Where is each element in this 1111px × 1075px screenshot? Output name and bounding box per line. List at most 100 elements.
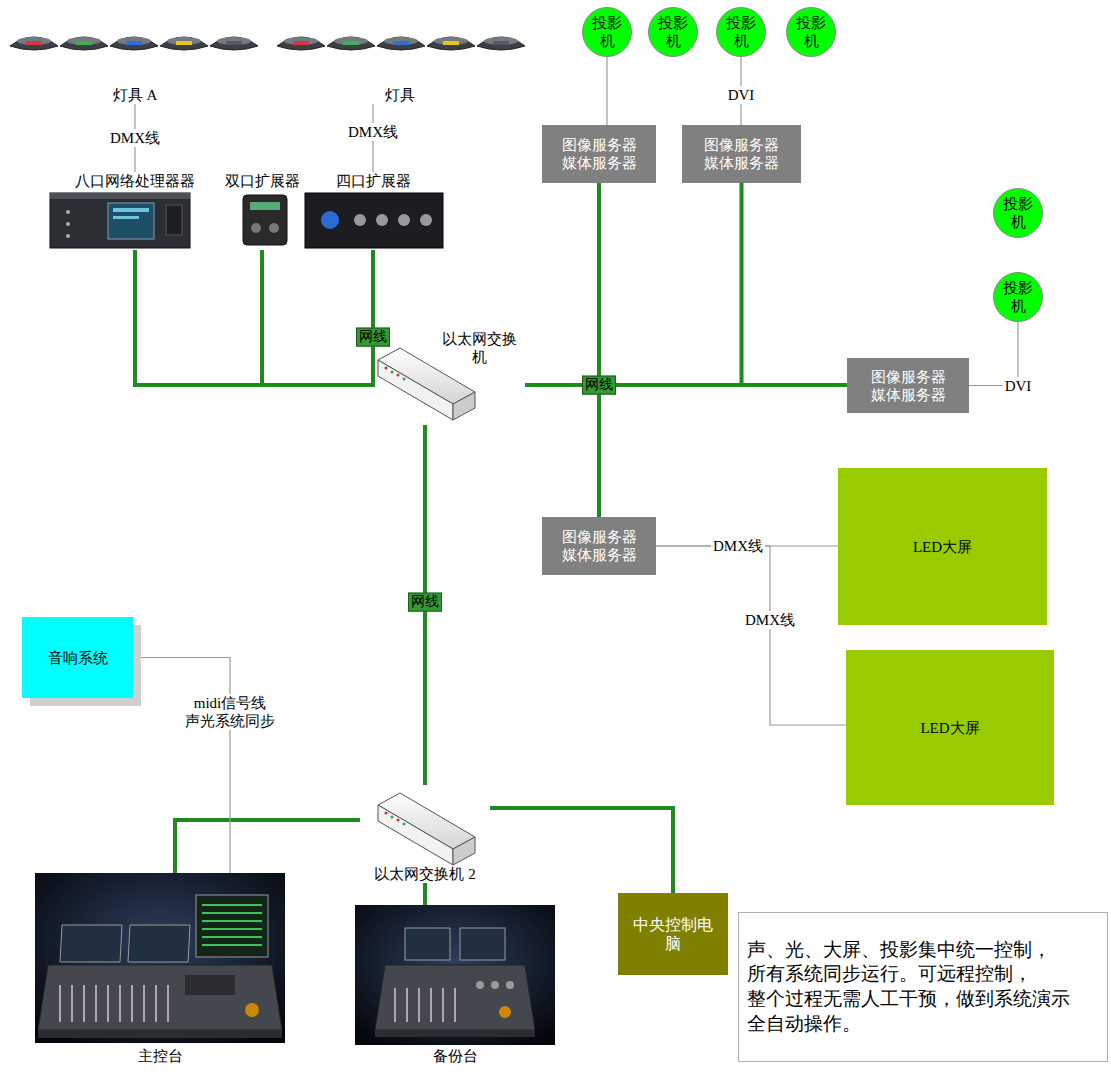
light-fixtures xyxy=(10,37,258,50)
node-label: 中央控制电 脑 xyxy=(631,915,716,953)
device-picture: 四口扩展器 xyxy=(303,172,443,250)
network-cable xyxy=(490,808,673,893)
edge-label: DVI xyxy=(1003,377,1034,395)
light-fixtures xyxy=(60,37,108,50)
light-fixtures xyxy=(393,41,409,45)
switch-device xyxy=(378,793,475,865)
switch-device xyxy=(378,348,475,420)
node-label: 音响系统 xyxy=(48,649,108,667)
server-box: 图像服务器 媒体服务器 xyxy=(542,125,656,183)
node-label: 投影 机 xyxy=(1000,195,1036,231)
expander-device xyxy=(305,193,443,248)
switch-device xyxy=(378,805,453,865)
node-label: 投影 机 xyxy=(723,14,759,50)
light-fixtures xyxy=(76,41,92,45)
expander-device xyxy=(243,195,287,245)
console-picture xyxy=(355,905,555,1045)
console-picture xyxy=(60,985,168,1022)
switch-device xyxy=(397,374,400,377)
node-label: 灯具 A xyxy=(113,86,158,104)
projector-circle: 投影 机 xyxy=(993,272,1043,322)
switch-device: 以太网交换 机 xyxy=(375,328,525,425)
node-label: 双口扩展器 xyxy=(225,172,300,190)
network-cable xyxy=(525,183,599,385)
node-label: 八口网络处理器器 xyxy=(75,172,195,190)
edge-label: midi信号线 声光系统同步 xyxy=(178,694,282,730)
node-label: 以太网交换 机 xyxy=(439,330,519,366)
node-label: 图像服务器 媒体服务器 xyxy=(682,136,801,172)
console-picture xyxy=(35,873,285,1043)
light-fixtures xyxy=(10,37,58,50)
light-fixtures xyxy=(160,37,208,50)
node-label: 投影 机 xyxy=(655,14,691,50)
console-picture xyxy=(202,905,262,945)
node-label: LED大屏 xyxy=(913,538,972,556)
signal-cable xyxy=(606,57,607,125)
processor-device xyxy=(50,193,190,199)
node-label: 图像服务器 媒体服务器 xyxy=(542,528,656,564)
edge-label: DVI xyxy=(726,86,757,104)
switch-device xyxy=(403,378,406,381)
processor-device xyxy=(66,210,70,214)
processor-device xyxy=(113,216,139,219)
console-picture xyxy=(128,925,190,962)
signal-cable xyxy=(133,658,230,874)
network-cable xyxy=(525,385,599,517)
expander-device xyxy=(269,223,279,233)
server-box: 图像服务器 媒体服务器 xyxy=(542,517,656,575)
expander-device xyxy=(354,214,366,226)
light-fixtures xyxy=(210,37,258,50)
node-label: 灯具 xyxy=(385,86,415,104)
audio-box: 音响系统 xyxy=(22,617,133,698)
node-label: 投影 机 xyxy=(793,14,829,50)
network-cable xyxy=(525,183,742,385)
processor-device xyxy=(66,234,70,238)
network-cable xyxy=(262,250,375,385)
edge-label: DMX线 xyxy=(108,129,162,147)
edge-label: DMX线 xyxy=(743,611,797,629)
node-label: 以太网交换机 2 xyxy=(374,865,475,883)
node-label: 图像服务器 媒体服务器 xyxy=(542,136,656,172)
edge-label: DMX线 xyxy=(346,123,400,141)
expander-device xyxy=(376,214,388,226)
note-box: 声、光、大屏、投影集中统一控制， 所有系统同步运行。可远程控制， 整个过程无需人… xyxy=(738,912,1108,1062)
edge-label: 网线 xyxy=(356,328,390,347)
light-fixtures xyxy=(493,41,509,45)
light-fixtures xyxy=(226,41,242,45)
switch-device xyxy=(403,823,406,826)
light-fixtures xyxy=(277,37,325,50)
network-cable xyxy=(175,820,360,873)
processor-device xyxy=(66,222,70,226)
light-fixtures xyxy=(443,41,459,45)
device-picture: 主控台 xyxy=(35,873,285,1065)
projector-circle: 投影 机 xyxy=(993,188,1043,238)
light-fixtures xyxy=(477,37,525,50)
node-label: 声、光、大屏、投影集中统一控制， 所有系统同步运行。可远程控制， 整个过程无需人… xyxy=(747,938,1099,1037)
device-picture: 八口网络处理器器 xyxy=(48,172,222,250)
console-picture xyxy=(460,928,505,960)
switch-device xyxy=(385,812,388,815)
console-picture xyxy=(499,1006,511,1018)
processor-device xyxy=(108,203,154,239)
network-cable xyxy=(373,250,375,385)
switch-device xyxy=(453,837,475,865)
server-box: 图像服务器 媒体服务器 xyxy=(682,125,801,183)
projector-circle: 投影 机 xyxy=(786,7,836,57)
network-cable xyxy=(135,250,375,385)
switch-device xyxy=(391,816,394,819)
edge-label: 网线 xyxy=(408,593,442,612)
processor-device xyxy=(50,193,190,248)
console-picture xyxy=(60,925,122,962)
expander-device xyxy=(251,223,261,233)
switch-device xyxy=(378,360,453,420)
node-label: 图像服务器 媒体服务器 xyxy=(847,368,969,404)
device-picture: 双口扩展器 xyxy=(219,172,306,250)
edge-label: 网线 xyxy=(582,376,616,395)
console-picture xyxy=(405,928,450,960)
light-fixtures xyxy=(293,41,309,45)
processor-device xyxy=(113,208,149,212)
console-picture xyxy=(355,905,555,1045)
led-screen-box: LED大屏 xyxy=(846,650,1054,805)
switch-device xyxy=(391,371,394,374)
console-picture xyxy=(38,965,282,1030)
